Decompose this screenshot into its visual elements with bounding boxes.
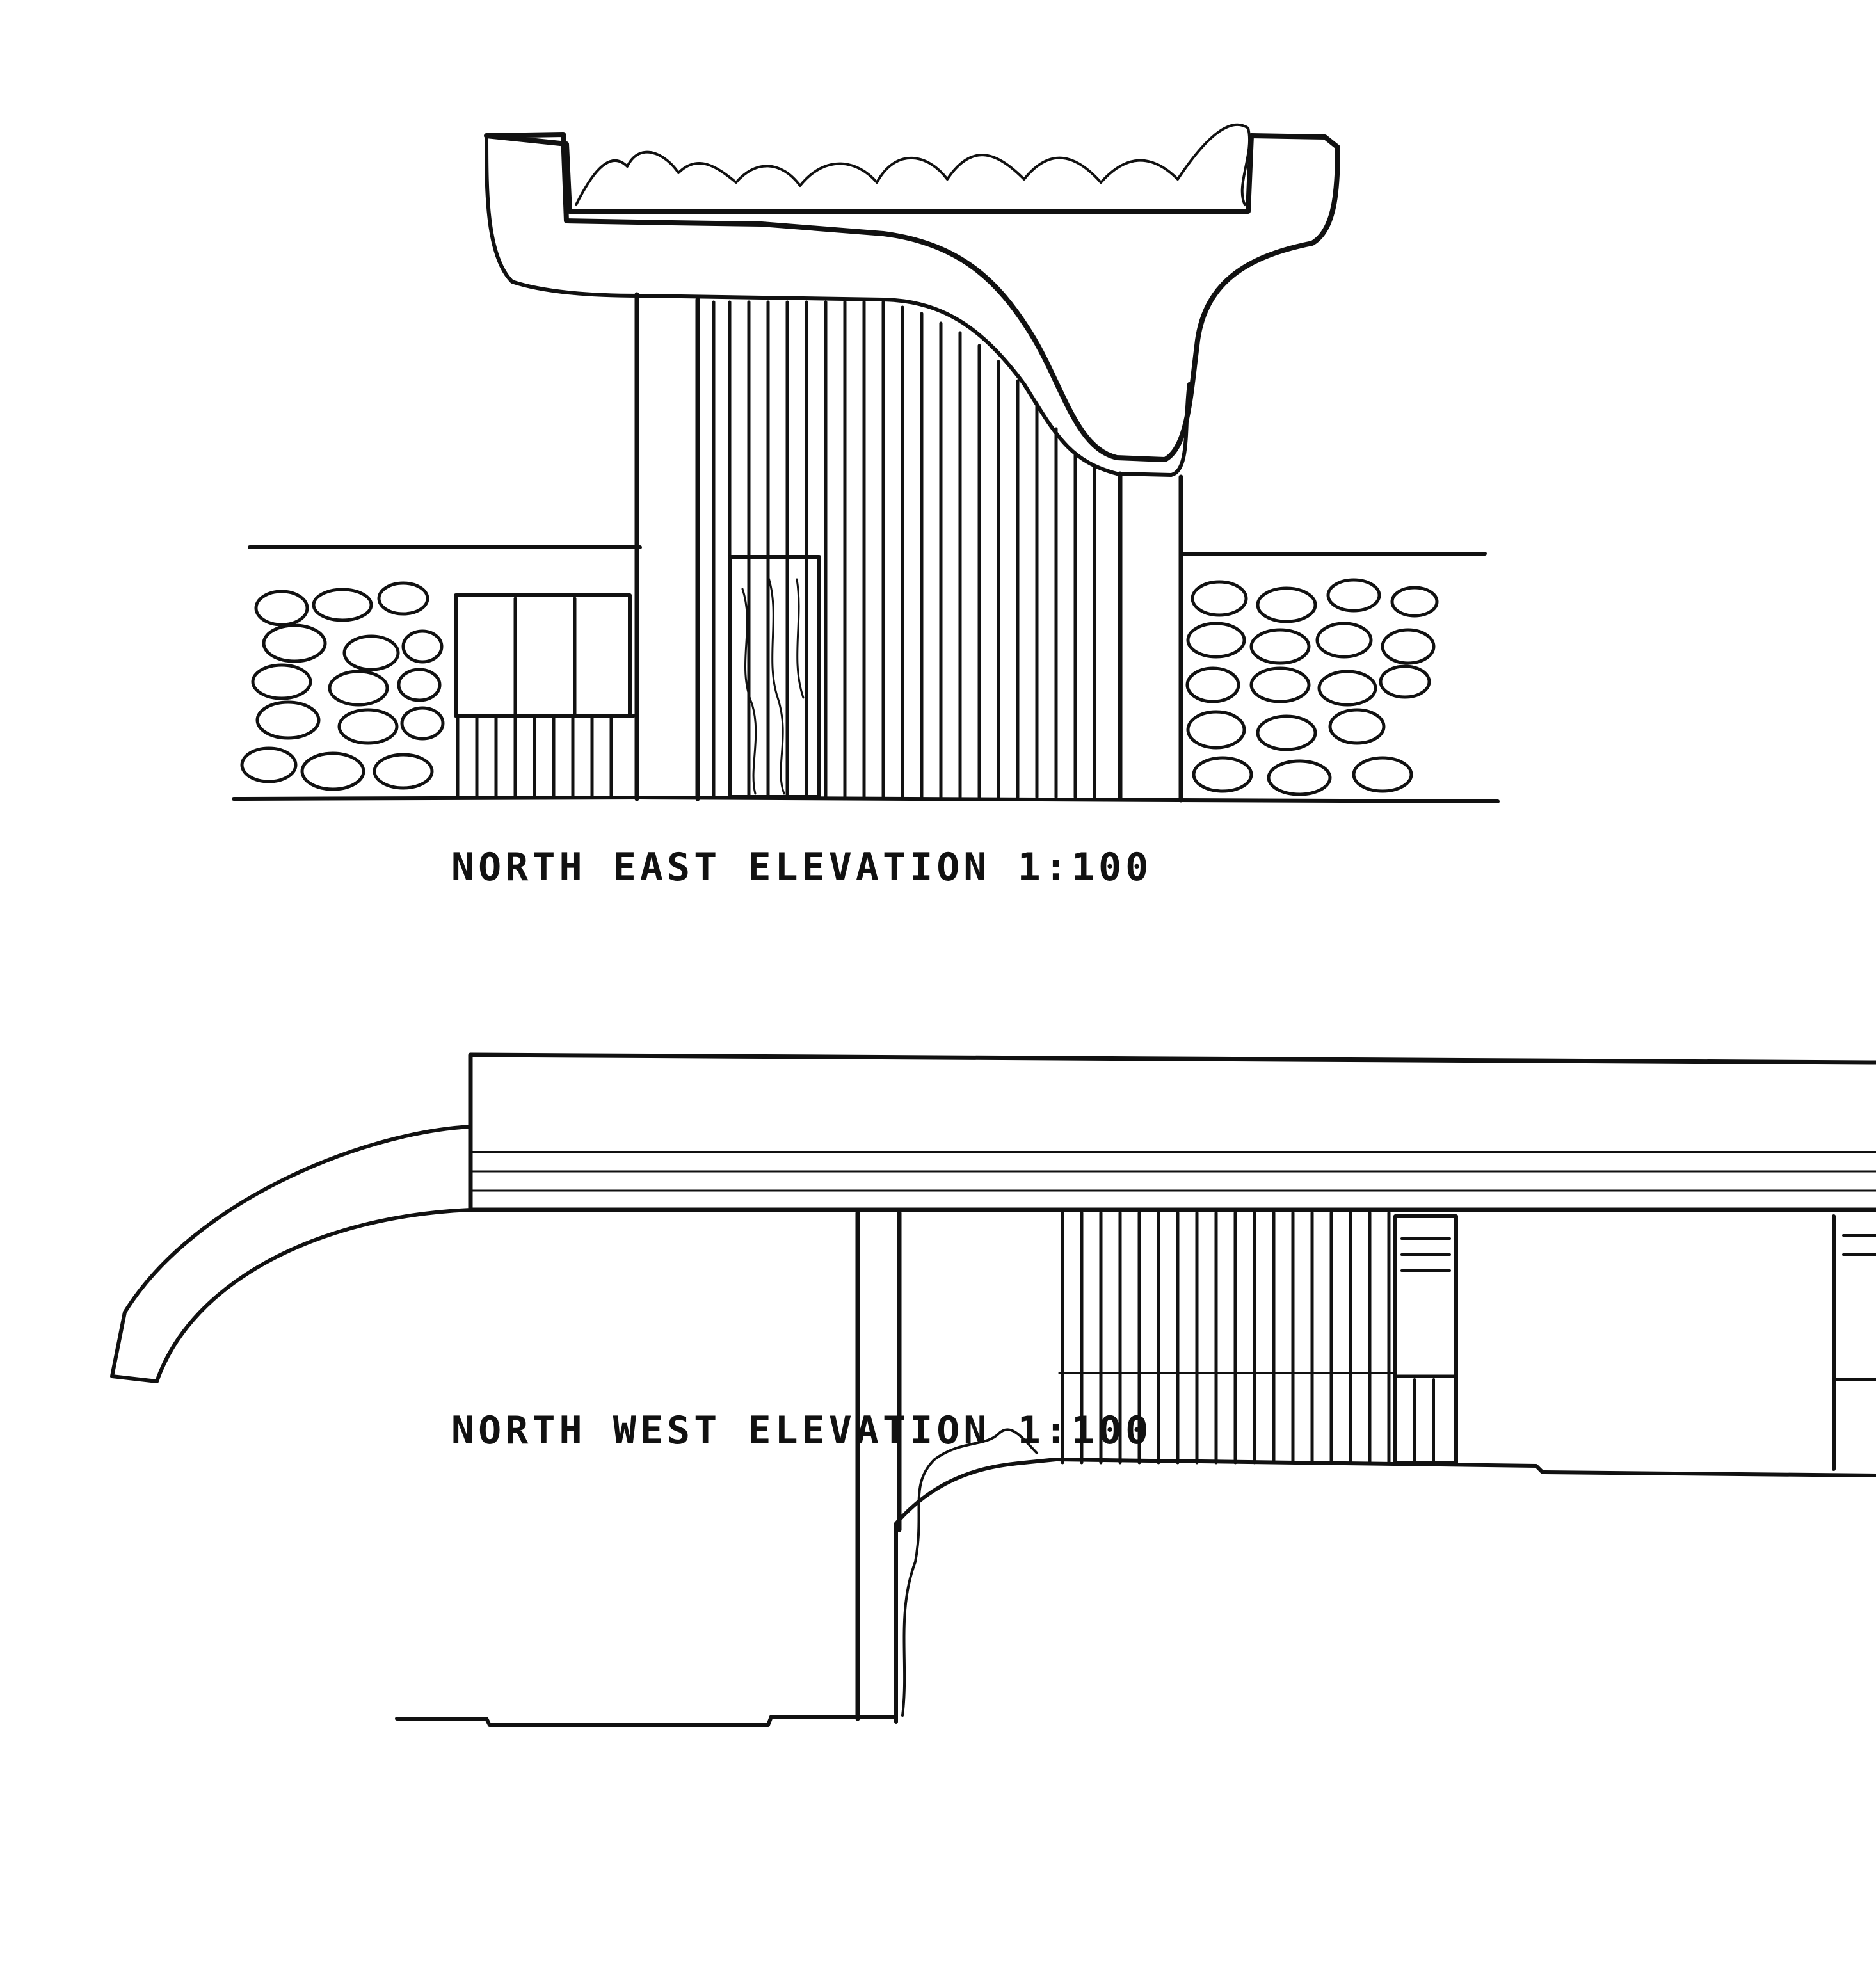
north-east-elevation-caption: NORTH EAST ELEVATION 1:100 [451,845,1153,890]
nw-curved-canopy [110,1125,472,1383]
ne-window [454,593,636,718]
ne-entrance-door [728,555,821,799]
north-west-elevation-caption: NORTH WEST ELEVATION 1:100 [451,1408,1153,1453]
ne-window-slats [456,716,613,799]
north-east-elevation [232,123,1500,803]
ne-slat-screen [712,300,1096,799]
ne-roof-planter [484,132,1340,462]
ne-ground-line [232,796,1500,803]
nw-ground-line [395,1715,898,1727]
north-west-elevation [110,1052,1876,1727]
ne-right-stone-wall [1185,578,1439,796]
ne-planter-soffit [485,134,1191,477]
ne-right-column [1118,471,1183,803]
nw-window-right [1832,1214,1876,1471]
nw-window-unit [1393,1214,1458,1465]
ne-roof-plants [575,123,1251,206]
nw-column [855,1210,902,1721]
ne-left-stone-wall [240,581,445,791]
nw-upper-ground [894,1458,1876,1724]
nw-climbing-plant [901,1428,1038,1717]
nw-slat-screen [1058,1211,1397,1465]
nw-roof-slab [468,1052,1876,1212]
nw-fascia-lines [469,1151,1876,1192]
ne-left-column [634,292,700,801]
